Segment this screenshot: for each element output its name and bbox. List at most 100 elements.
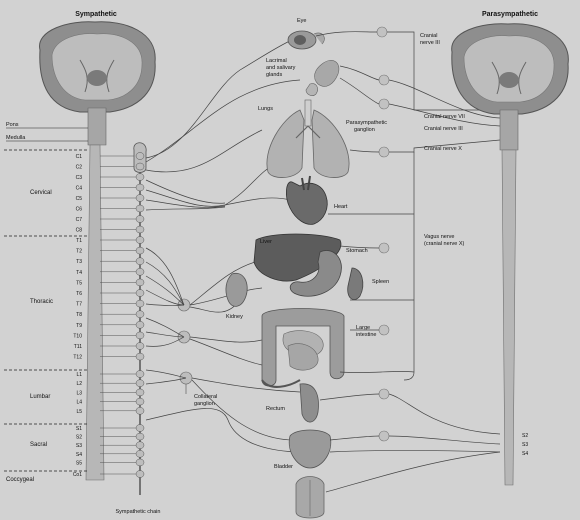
chain-ganglion-t7: [136, 300, 144, 307]
lacrimal-label-2: and salivary: [266, 65, 296, 71]
parasympathetic-ganglia: [377, 27, 389, 441]
segment-t12: T12: [73, 355, 82, 361]
large-intestine-label-2: intestine: [356, 332, 377, 338]
segment-l4: L4: [76, 400, 82, 406]
region-lumbar: Lumbar: [30, 394, 50, 400]
para-sacral-s4: S4: [522, 451, 528, 457]
segment-c3: C3: [76, 175, 83, 181]
sympathetic-chain-label: Sympathetic chain: [116, 509, 161, 515]
chain-ganglion-s2: [136, 433, 144, 440]
collateral-ganglia: [178, 299, 192, 384]
segment-c5: C5: [76, 196, 83, 202]
para-sacral-s3: S3: [522, 442, 528, 448]
kidney-label: Kidney: [226, 314, 243, 320]
segment-s1: S1: [76, 426, 82, 432]
cranial-nerve-iii-top-1: Cranial: [420, 33, 437, 39]
vagus-nerve-label-2: (cranial nerve X): [424, 241, 465, 247]
segment-s5: S5: [76, 460, 82, 466]
segment-c7: C7: [76, 217, 83, 223]
chain-ganglion-t1: [136, 237, 144, 244]
parasympathetic-ganglion-label-2: ganglion: [354, 127, 375, 133]
segment-s4: S4: [76, 452, 82, 458]
segment-l1: L1: [76, 372, 82, 378]
eye-label: Eye: [297, 18, 306, 24]
chain-ganglion-t11: [136, 343, 144, 350]
chain-ganglion-c4: [136, 184, 144, 191]
lungs-label: Lungs: [258, 106, 273, 112]
left-brain: [40, 22, 156, 145]
lungs-organ: [267, 100, 349, 178]
chain-ganglion-t9: [136, 321, 144, 328]
segment-l5: L5: [76, 409, 82, 415]
chain-ganglion-s4: [136, 450, 144, 457]
chain-ganglion-t10: [136, 332, 144, 339]
chain-ganglion-c7: [136, 216, 144, 223]
heart-organ: [286, 176, 327, 224]
rectum-label: Rectum: [266, 406, 285, 412]
right-brain: [452, 24, 569, 150]
chain-ganglion-l4: [136, 398, 144, 405]
chain-ganglion-l5: [136, 407, 144, 414]
chain-ganglion-co1: [136, 471, 144, 478]
chain-ganglion-c8: [136, 226, 144, 233]
chain-ganglion-c6: [136, 205, 144, 212]
chain-ganglion-t3: [136, 258, 144, 265]
liver-label: Liver: [260, 239, 272, 245]
chain-ganglion-s1: [136, 425, 144, 432]
pons-label: Pons: [6, 122, 19, 128]
chain-ganglion-s5: [136, 459, 144, 466]
chain-ganglion-t12: [136, 353, 144, 360]
segment-t7: T7: [76, 302, 82, 308]
chain-ganglion-c1: [136, 153, 144, 160]
segment-c6: C6: [76, 207, 83, 213]
chain-ganglion-l2: [136, 380, 144, 387]
large-intestine-organ: [262, 309, 344, 387]
spleen-label: Spleen: [372, 279, 389, 285]
chain-ganglion-t6: [136, 290, 144, 297]
spinal-segments: C1C2C3C4C5C6C7C8T1T2T3T4T5T6T7T8T9T10T11…: [73, 154, 136, 478]
parasympathetic-ganglion-label-1: Parasympathetic: [346, 120, 387, 126]
reproductive-organ: [296, 477, 324, 519]
spleen-organ: [348, 268, 363, 300]
segment-t1: T1: [76, 238, 82, 244]
chain-ganglion-t2: [136, 247, 144, 254]
segment-t6: T6: [76, 291, 82, 297]
eye-organ: [288, 31, 324, 49]
segment-t11: T11: [74, 344, 82, 350]
heart-label: Heart: [334, 204, 348, 210]
cranial-nerve-x-label: Cranial nerve X: [424, 146, 462, 152]
chain-ganglion-c2: [136, 163, 144, 170]
region-sacral: Sacral: [30, 442, 47, 448]
segment-t3: T3: [76, 259, 82, 265]
lacrimal-label-1: Lacrimal: [266, 58, 287, 64]
chain-ganglion-t8: [136, 311, 144, 318]
segment-l3: L3: [76, 390, 82, 396]
segment-co1: Co1: [73, 472, 82, 478]
cranial-nerve-iii-label: Cranial nerve III: [424, 126, 463, 132]
segment-t9: T9: [76, 323, 82, 329]
kidney-organ: [226, 273, 247, 306]
segment-c8: C8: [76, 228, 83, 234]
cranial-nerve-vii-label: Cranial nerve VII: [424, 114, 465, 120]
parasympathetic-title: Parasympathetic: [482, 11, 538, 18]
region-coccygeal: Coccygeal: [6, 477, 34, 483]
stomach-label: Stomach: [346, 248, 368, 254]
sympathetic-chain: [134, 143, 146, 495]
chain-ganglion-l3: [136, 389, 144, 396]
segment-t10: T10: [73, 333, 82, 339]
segment-c2: C2: [76, 165, 83, 171]
segment-s2: S2: [76, 435, 82, 441]
medulla-label: Medulla: [6, 135, 26, 141]
right-spinal-cord: [502, 150, 516, 485]
cranial-nerve-iii-top-2: nerve III: [420, 40, 440, 46]
collateral-ganglion-label-1: Collateral: [194, 394, 217, 400]
segment-c1: C1: [76, 154, 83, 160]
bladder-organ: [289, 430, 331, 468]
chain-ganglion-c3: [136, 174, 144, 181]
collateral-ganglion-label-2: ganglion: [194, 401, 215, 407]
vagus-nerve-label-1: Vagus nerve: [424, 234, 454, 240]
para-sacral-s2: S2: [522, 433, 528, 439]
region-cervical: Cervical: [30, 190, 52, 196]
lacrimal-label-3: glands: [266, 72, 282, 78]
chain-ganglion-l1: [136, 371, 144, 378]
